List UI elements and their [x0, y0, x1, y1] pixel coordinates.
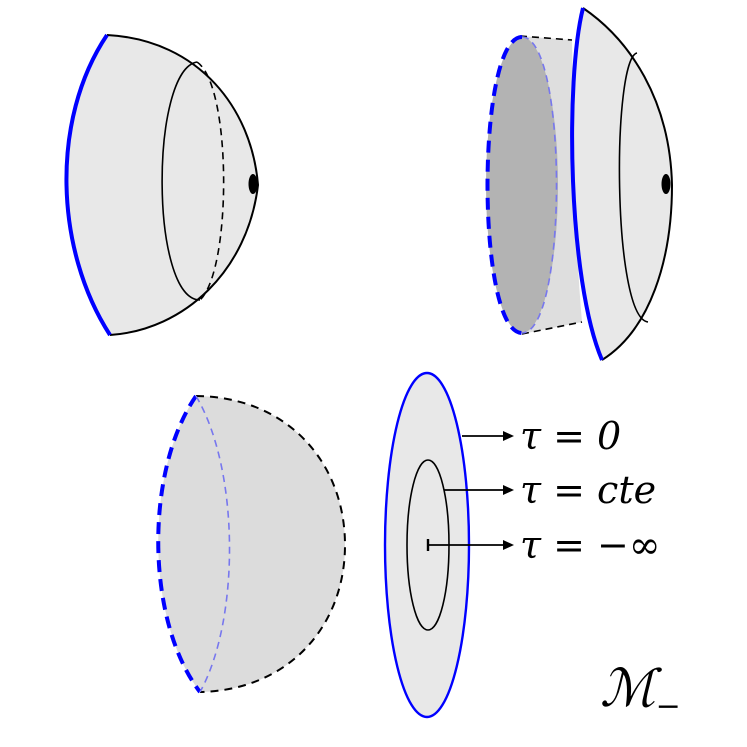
label-tau-cte: τ = cte — [520, 468, 656, 512]
label-tau-minus-inf: τ = −∞ — [520, 523, 661, 567]
cap-cut-shell-outline — [582, 7, 674, 361]
cap-cut-shell-surface — [572, 8, 672, 360]
cap-cut-disk-left-boundary — [485, 35, 523, 335]
cap-closed-boundary — [64, 33, 112, 337]
label-tau-zero: τ = 0 — [520, 414, 621, 458]
manifold-label: ℳ− — [600, 659, 681, 724]
cap-closed-outline — [106, 34, 260, 336]
cap-closed-slice-front — [161, 61, 201, 301]
cap-closed-slice-back — [196, 61, 225, 301]
arrow-tau-zero-head — [503, 431, 514, 441]
cap-cut-disk-right-boundary — [521, 36, 558, 334]
cap-cut-band-top-edge — [519, 35, 573, 41]
arrow-tau-minus-inf-head — [503, 540, 514, 550]
cap-closed-puncture-point — [248, 174, 258, 194]
disk-level-sets: τ = 0 τ = cte τ = −∞ — [383, 371, 661, 719]
manifold-symbol: ℳ — [600, 659, 662, 719]
cap-open-outline — [195, 395, 347, 693]
arrow-tau-cte-head — [503, 485, 514, 495]
cap-cut-shell-slice — [618, 52, 649, 323]
cap-cut-band-bottom-edge — [521, 321, 583, 335]
cap-cut-shell-boundary — [570, 7, 604, 361]
cap-open-left-boundary — [156, 394, 202, 694]
cap-open — [156, 394, 347, 694]
cap-cut-disk — [486, 37, 558, 333]
manifold-subscript: − — [656, 689, 681, 724]
cap-cut — [485, 7, 674, 361]
label-tau-cte-word: cte — [597, 468, 656, 512]
label-tau-cte-prefix: τ = — [520, 468, 597, 512]
cap-open-surface — [158, 396, 345, 692]
cap-cut-puncture-point — [661, 174, 671, 194]
cap-closed — [64, 33, 260, 337]
